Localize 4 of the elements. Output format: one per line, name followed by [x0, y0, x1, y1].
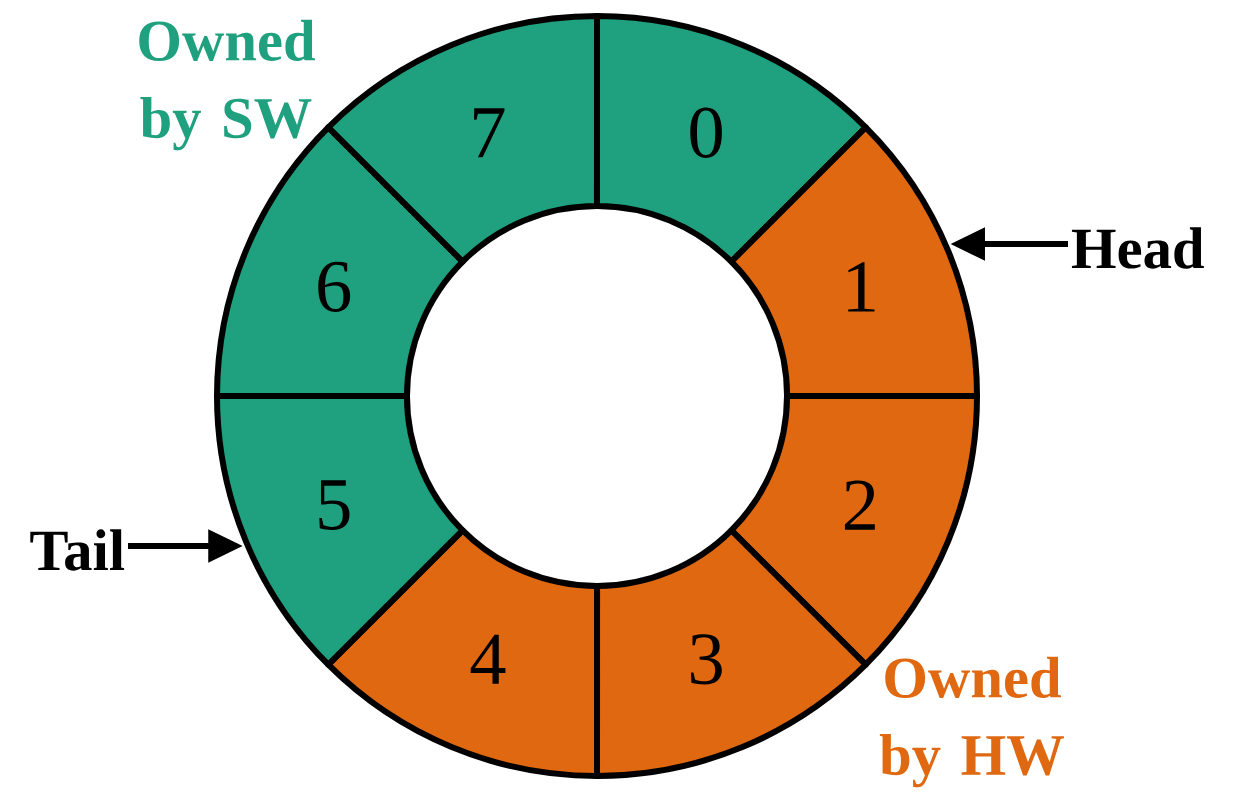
ring-segment: 1 [728, 124, 980, 399]
pointer-label: Tail [30, 529, 125, 571]
pointer-label: Head [1071, 227, 1204, 269]
ring-segment: 5 [214, 393, 466, 668]
